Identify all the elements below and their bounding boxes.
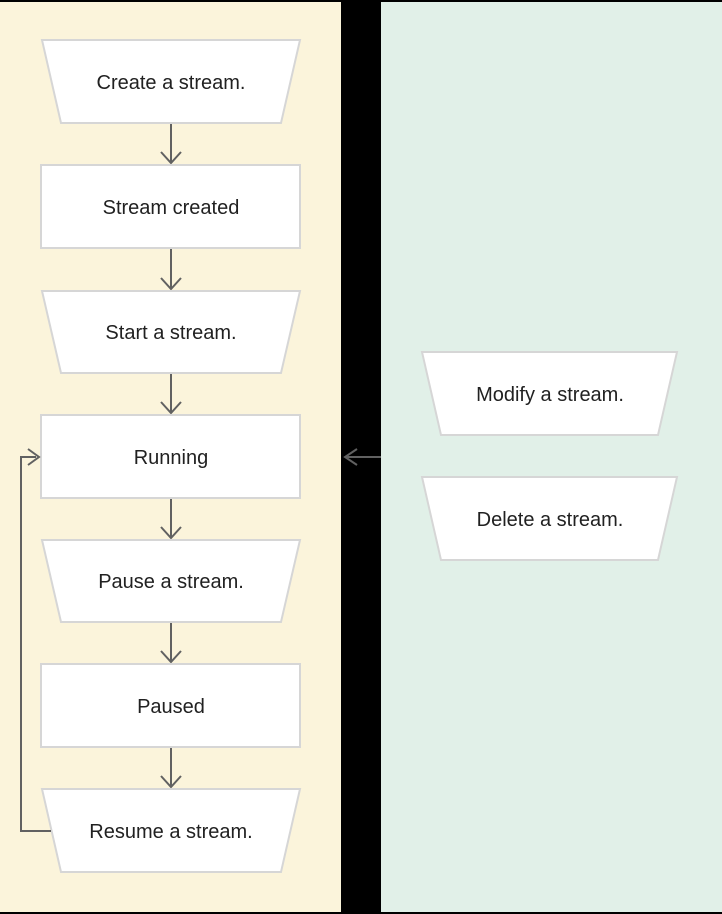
trapezoid-shape <box>420 476 679 561</box>
flow-node-resume-stream: Resume a stream. <box>40 788 302 873</box>
rectangle-shape <box>40 663 301 748</box>
node-label: Create a stream. <box>97 72 246 94</box>
rectangle-shape <box>40 164 301 249</box>
flow-node-running: Running <box>40 414 301 499</box>
arrow-down-icon <box>160 499 182 540</box>
node-label: Running <box>134 447 209 469</box>
trapezoid-shape <box>40 290 302 374</box>
node-label: Delete a stream. <box>477 509 624 531</box>
rectangle-shape <box>40 414 301 499</box>
node-label: Stream created <box>103 197 240 219</box>
loop-back-arrow-icon <box>20 448 51 832</box>
node-label: Modify a stream. <box>476 384 624 406</box>
trapezoid-shape <box>40 788 302 873</box>
arrow-down-icon <box>160 124 182 165</box>
right-panel-background <box>381 2 722 912</box>
flow-node-stream-created: Stream created <box>40 164 301 249</box>
node-label: Resume a stream. <box>89 821 252 843</box>
node-label: Paused <box>137 696 205 718</box>
node-label: Start a stream. <box>105 322 236 344</box>
arrow-left-icon <box>343 448 381 466</box>
arrow-down-icon <box>160 623 182 664</box>
arrow-down-icon <box>160 748 182 789</box>
trapezoid-shape <box>420 351 679 436</box>
flow-node-pause-stream: Pause a stream. <box>40 539 302 623</box>
flow-node-start-stream: Start a stream. <box>40 290 302 374</box>
node-label: Pause a stream. <box>98 571 244 593</box>
flow-node-create-stream: Create a stream. <box>40 39 302 124</box>
flow-node-modify-stream: Modify a stream. <box>420 351 679 436</box>
flow-node-delete-stream: Delete a stream. <box>420 476 679 561</box>
flow-node-paused: Paused <box>40 663 301 748</box>
arrow-down-icon <box>160 249 182 291</box>
arrow-down-icon <box>160 374 182 415</box>
trapezoid-shape <box>40 539 302 623</box>
trapezoid-shape <box>40 39 302 124</box>
